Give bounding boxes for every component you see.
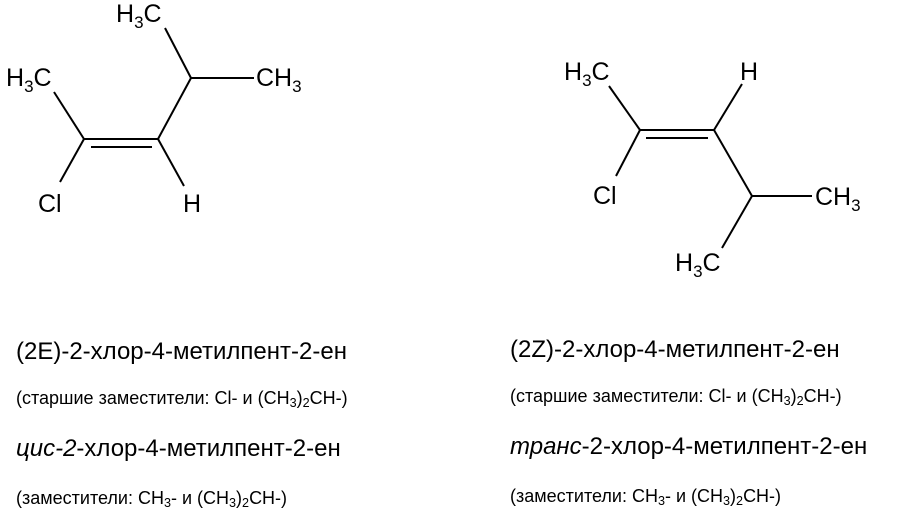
bond-c1-c2 xyxy=(53,91,85,140)
label-ch3-right: CH3 xyxy=(256,64,302,96)
bond-c3-h xyxy=(713,83,743,131)
right-name-trans: транс-2-хлор-4-метилпент-2-ен xyxy=(510,433,868,460)
label-h3c-left: H3C xyxy=(6,64,52,96)
bond-c4-ch3-bottom xyxy=(721,195,753,249)
left-name-ez: (2E)-2-хлор-4-метилпент-2-ен xyxy=(16,338,347,365)
bond-c3-c4 xyxy=(713,129,753,197)
label-h3c-bottom: H3C xyxy=(675,249,721,281)
bond-c2-cl xyxy=(59,138,85,183)
label-h: H xyxy=(740,58,758,86)
label-h3c-top: H3C xyxy=(116,0,162,32)
bond-c3-c4 xyxy=(157,77,192,140)
left-name-cis: цис-2-хлор-4-метилпент-2-ен xyxy=(16,435,341,462)
label-h3c-top: H3C xyxy=(564,58,610,90)
molecule-right: H3C H Cl CH3 H3C xyxy=(564,58,861,281)
label-cl: Cl xyxy=(38,190,62,218)
bond-c2-cl xyxy=(615,129,641,177)
left-note-ez: (старшие заместители: Cl- и (CH3)2CH-) xyxy=(16,388,348,411)
bond-c1-c2 xyxy=(608,85,641,131)
label-ch3-right: CH3 xyxy=(815,183,861,215)
molecule-left: H3C H3C CH3 Cl H xyxy=(6,0,302,218)
left-note-cis: (заместители: CH3- и (CH3)2CH-) xyxy=(16,488,288,511)
label-cl: Cl xyxy=(593,182,617,210)
right-name-ez: (2Z)-2-хлор-4-метилпент-2-ен xyxy=(510,336,840,363)
right-note-trans: (заместители: CH3- и (CH3)2CH-) xyxy=(510,486,782,509)
right-note-ez: (старшие заместители: Cl- и (CH3)2CH-) xyxy=(510,386,842,409)
label-h: H xyxy=(183,190,201,218)
bond-c3-h xyxy=(157,138,185,187)
bond-c4-ch3-top xyxy=(164,27,192,79)
